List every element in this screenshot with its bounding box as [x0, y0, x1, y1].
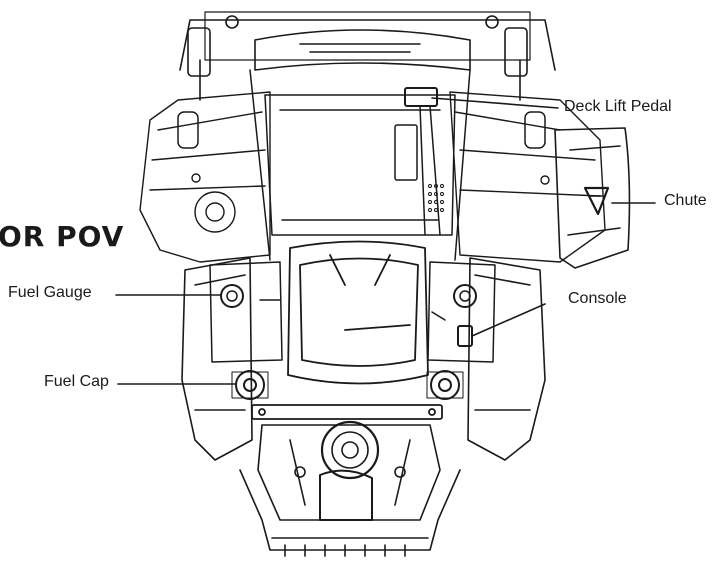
front-frame [239, 469, 461, 557]
fuel-cap-label: Fuel Cap [44, 373, 109, 390]
seat [287, 240, 429, 385]
rear-frame [179, 11, 556, 101]
seat-frame [249, 69, 471, 261]
deck-lift-pedal-label: Deck Lift Pedal [564, 98, 672, 115]
callout-lines [115, 97, 656, 385]
chute-label: Chute [664, 192, 707, 209]
discharge-chute [554, 127, 631, 269]
deck-lift-pedal-leader [431, 97, 559, 109]
engine [257, 420, 441, 521]
fenders [181, 257, 546, 461]
console-leader [471, 303, 546, 337]
fuel-gauge-label: Fuel Gauge [8, 284, 92, 301]
caster-wheels [177, 111, 546, 149]
console-label: Console [568, 290, 627, 307]
fuel-caps [231, 370, 464, 400]
section-heading: OR POV [0, 220, 125, 253]
side-consoles [209, 261, 496, 363]
mower-deck [139, 91, 606, 263]
bumper [251, 404, 443, 420]
